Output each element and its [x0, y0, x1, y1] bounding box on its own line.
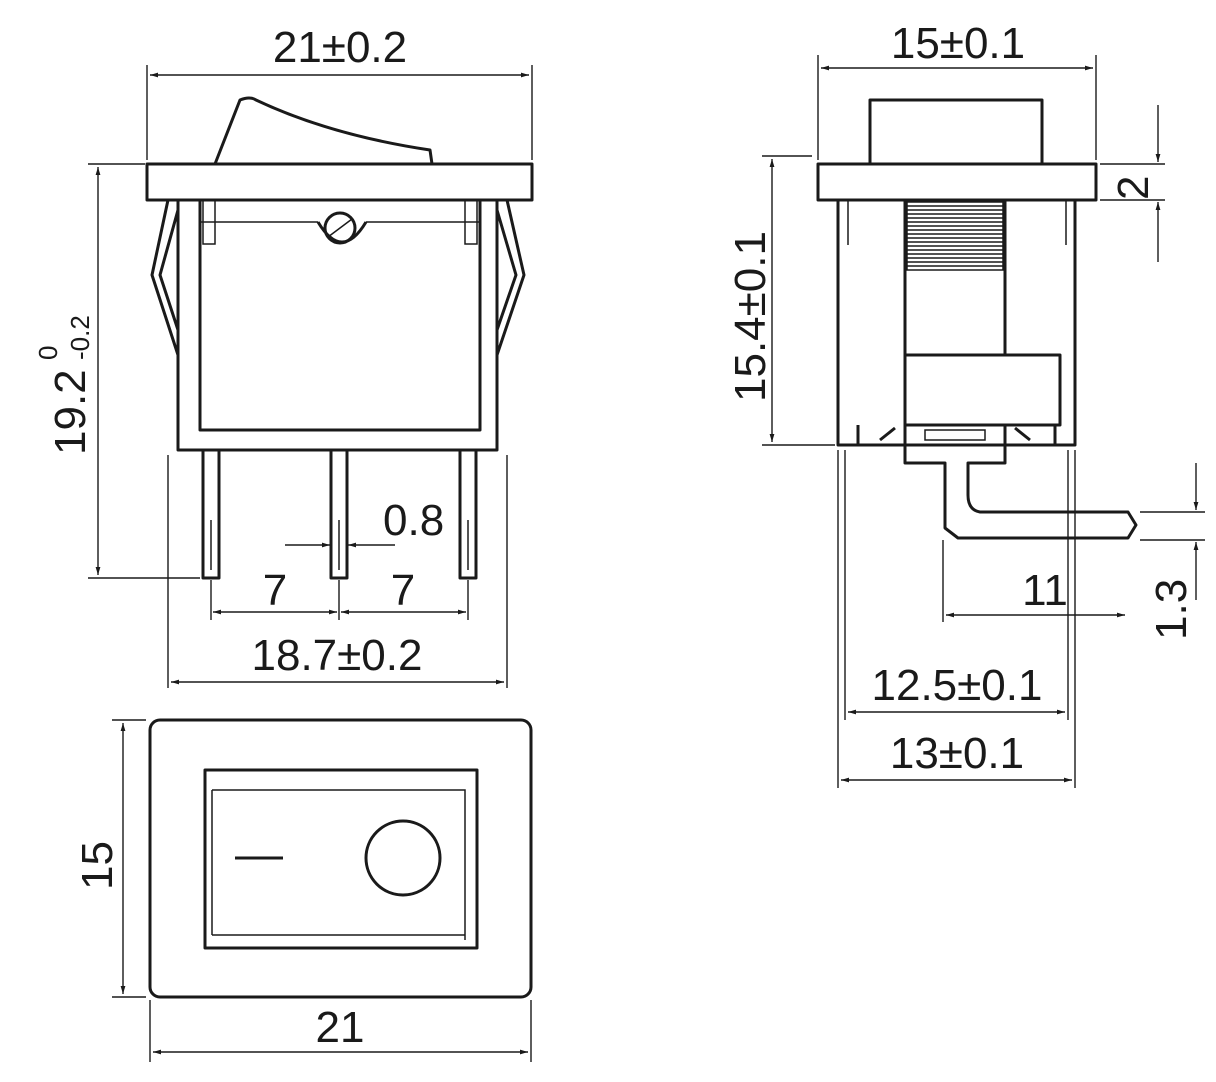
pin-middle [329, 448, 349, 580]
side-body-clip-lines [847, 200, 1067, 245]
front-height-upper-tol: 0 [33, 346, 63, 360]
top-rocker [203, 768, 479, 950]
terminal-slot [924, 429, 986, 441]
side-tabs [879, 426, 1031, 442]
front-width-label: 21±0.2 [273, 23, 407, 72]
left-slot [202, 199, 216, 245]
front-body-inner [198, 200, 482, 432]
right-clip [495, 199, 526, 356]
left-clip [150, 199, 180, 356]
pin-left [201, 448, 221, 580]
side-base-block [903, 353, 1062, 427]
pin-pitch-left-label: 7 [263, 566, 287, 615]
front-body [176, 200, 499, 452]
pin-pitch-right-label: 7 [391, 566, 415, 615]
top-height-label: 15 [73, 841, 122, 890]
front-height-lower-tol: -0.2 [65, 315, 95, 360]
pin-width-label: 0.8 [383, 496, 444, 545]
body-width-label: 13±0.1 [890, 729, 1024, 778]
terminal-thickness-label: 1.3 [1147, 579, 1196, 640]
side-shaft [903, 200, 1007, 357]
pin-span-label: 18.7±0.2 [252, 631, 423, 680]
top-width-label: 21 [316, 1003, 365, 1052]
flange-thickness-label: 2 [1109, 176, 1158, 200]
top-bezel [148, 718, 533, 999]
side-view: 15±0.1 2 15.4±0.1 11 1.3 12.5±0.1 [726, 19, 1205, 788]
terminal-length-label: 11 [1022, 566, 1068, 615]
side-width-label: 15±0.1 [891, 19, 1025, 68]
top-rocker-inner [211, 789, 466, 940]
front-height-label: 19.2 [46, 369, 95, 455]
off-circle-icon [364, 819, 442, 897]
front-flange [145, 162, 534, 202]
top-view: 15 21 [73, 718, 533, 1062]
side-feet [856, 425, 1057, 445]
side-terminal [903, 425, 1138, 540]
spring-coil [906, 201, 1004, 271]
side-body [836, 200, 1077, 447]
cutout-width-label: 12.5±0.1 [872, 661, 1043, 710]
side-rocker [868, 98, 1044, 166]
pin-right [458, 448, 478, 580]
screw-icon [323, 211, 357, 245]
front-pins [201, 448, 478, 580]
rocker-actuator [213, 96, 434, 165]
side-height-label: 15.4±0.1 [726, 231, 775, 402]
right-slot [464, 199, 478, 245]
side-flange [816, 162, 1098, 202]
front-view: 21±0.2 19.2 0 -0.2 0.8 7 7 18.7±0.2 [33, 23, 534, 688]
